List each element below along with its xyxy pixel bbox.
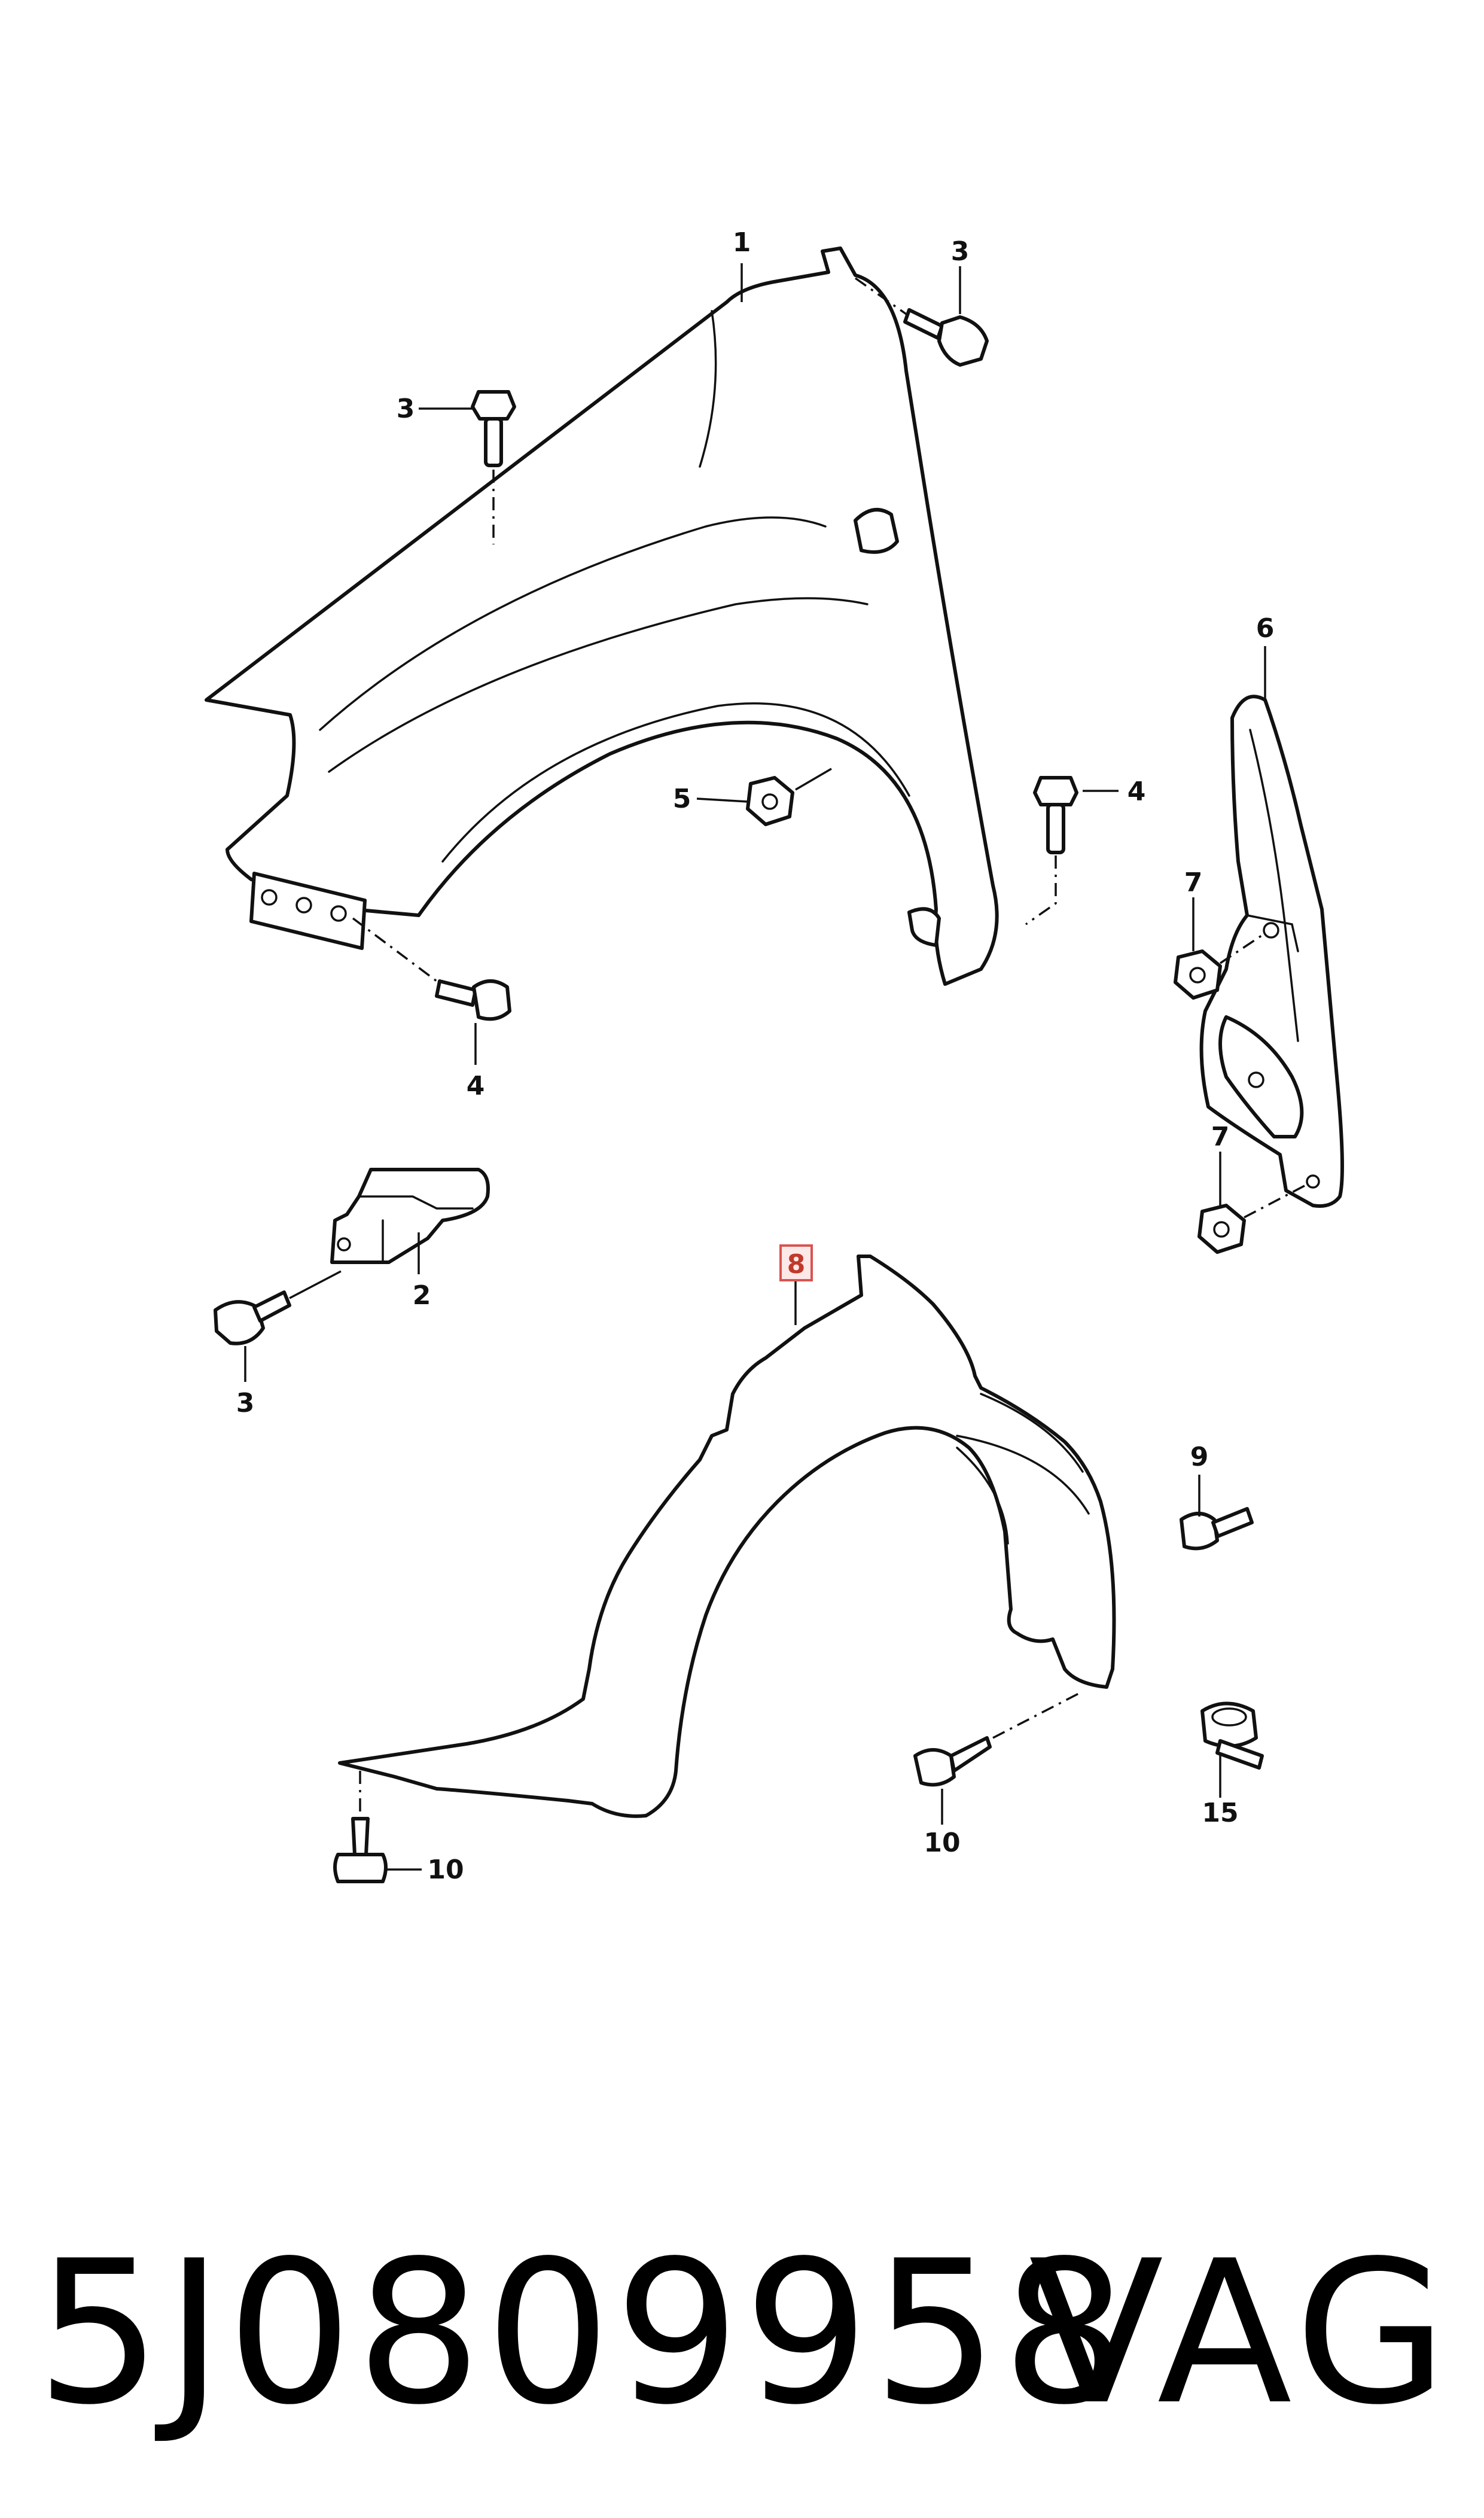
flange-nut-flap-lower <box>1197 1183 1308 1254</box>
callout-mud-flap: 6 <box>1256 613 1275 644</box>
callout-bolt-rear: 4 <box>1128 777 1146 807</box>
callout-bolt-front-lower: 4 <box>467 1071 485 1101</box>
brand-label: VAG <box>1028 2218 1453 2448</box>
flange-nut-arch <box>746 768 832 826</box>
callout-nut-flap-lower: 7 <box>1211 1122 1230 1152</box>
callout-screw-left: 10 <box>427 1855 464 1885</box>
callout-nut-arch: 5 <box>673 784 691 814</box>
tapping-screw-left <box>333 1771 388 1883</box>
clip-nut <box>1200 1701 1264 1770</box>
flange-bolt-bracket <box>214 1270 342 1345</box>
callout-bolt-top-left: 3 <box>397 394 415 424</box>
wheel-arch-liner <box>338 1255 1116 1818</box>
footer: 5J0809958 VAG <box>36 2225 1453 2441</box>
callout-bolt-bracket: 3 <box>236 1388 255 1418</box>
callout-wheel-liner: 8 <box>787 1249 806 1280</box>
callout-highlight-box <box>779 1244 813 1281</box>
callout-small-bolt: 9 <box>1190 1442 1209 1472</box>
flange-bolt-rear <box>1025 776 1078 925</box>
small-bolt <box>1180 1507 1254 1551</box>
tapping-screw-center <box>913 1692 1080 1787</box>
part-number: 5J0809958 <box>36 2218 1131 2448</box>
callout-clip: 15 <box>1202 1798 1238 1828</box>
flange-bolt-top-right <box>854 277 989 367</box>
mud-flap <box>1199 695 1344 1208</box>
flange-bolt-front-lower <box>352 917 511 1021</box>
exploded-parts-diagram: 1 3 3 4 4 5 6 7 7 2 3 8 9 10 10 15 <box>205 227 1344 1885</box>
callout-bracket: 2 <box>413 1280 431 1311</box>
front-fender <box>205 246 999 986</box>
flange-nut-flap-upper <box>1174 932 1266 1000</box>
callout-bolt-top-right: 3 <box>951 236 970 267</box>
flange-bolt-top-left <box>471 390 516 544</box>
callout-screw-center: 10 <box>924 1828 960 1858</box>
callout-fender: 1 <box>733 227 751 258</box>
callout-nut-flap-upper: 7 <box>1184 867 1203 898</box>
bracket <box>330 1168 490 1264</box>
